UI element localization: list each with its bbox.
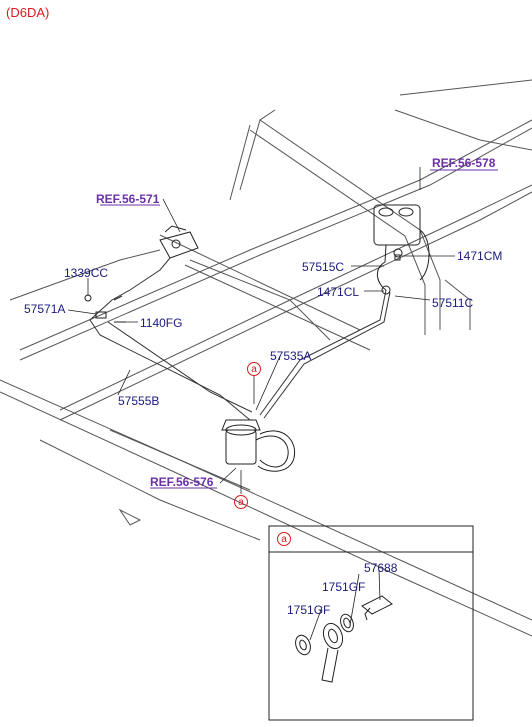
part-label-1140fg: 1140FG <box>140 316 183 330</box>
part-label-57688: 57688 <box>364 561 398 575</box>
tank-unit-578 <box>373 204 430 291</box>
detail-marker-upper[interactable]: a <box>247 362 261 376</box>
fuel-lines <box>89 257 391 421</box>
detail-box-marker: a <box>277 532 291 546</box>
fuel-filter-assembly <box>221 419 296 472</box>
detail-parts <box>295 595 393 683</box>
ref-underlines <box>100 169 498 489</box>
frame-rails <box>0 79 532 637</box>
part-label-57555b: 57555B <box>118 394 160 408</box>
part-label-57515c: 57515C <box>302 260 345 274</box>
ref-label-56-571[interactable]: REF.56-571 <box>96 192 160 206</box>
part-label-57511c: 57511C <box>432 296 474 310</box>
part-label-1471cl: 1471CL <box>317 285 360 299</box>
leader-lines <box>67 167 455 641</box>
pump-unit-571 <box>159 225 199 259</box>
part-label-1751gf-right: 1751GF <box>322 580 366 594</box>
part-label-57535a: 57535A <box>270 349 312 363</box>
diagram-title: (D6DA) <box>6 5 50 20</box>
ref-label-56-576[interactable]: REF.56-576 <box>150 475 214 489</box>
detail-marker-lower[interactable]: a <box>234 495 248 509</box>
ref-label-56-578[interactable]: REF.56-578 <box>432 156 496 170</box>
detail-box <box>268 525 474 721</box>
part-label-57571a: 57571A <box>24 302 66 316</box>
part-label-1751gf-left: 1751GF <box>287 603 331 617</box>
part-label-1339cc: 1339CC <box>64 266 109 280</box>
part-label-1471cm: 1471CM <box>457 249 503 263</box>
